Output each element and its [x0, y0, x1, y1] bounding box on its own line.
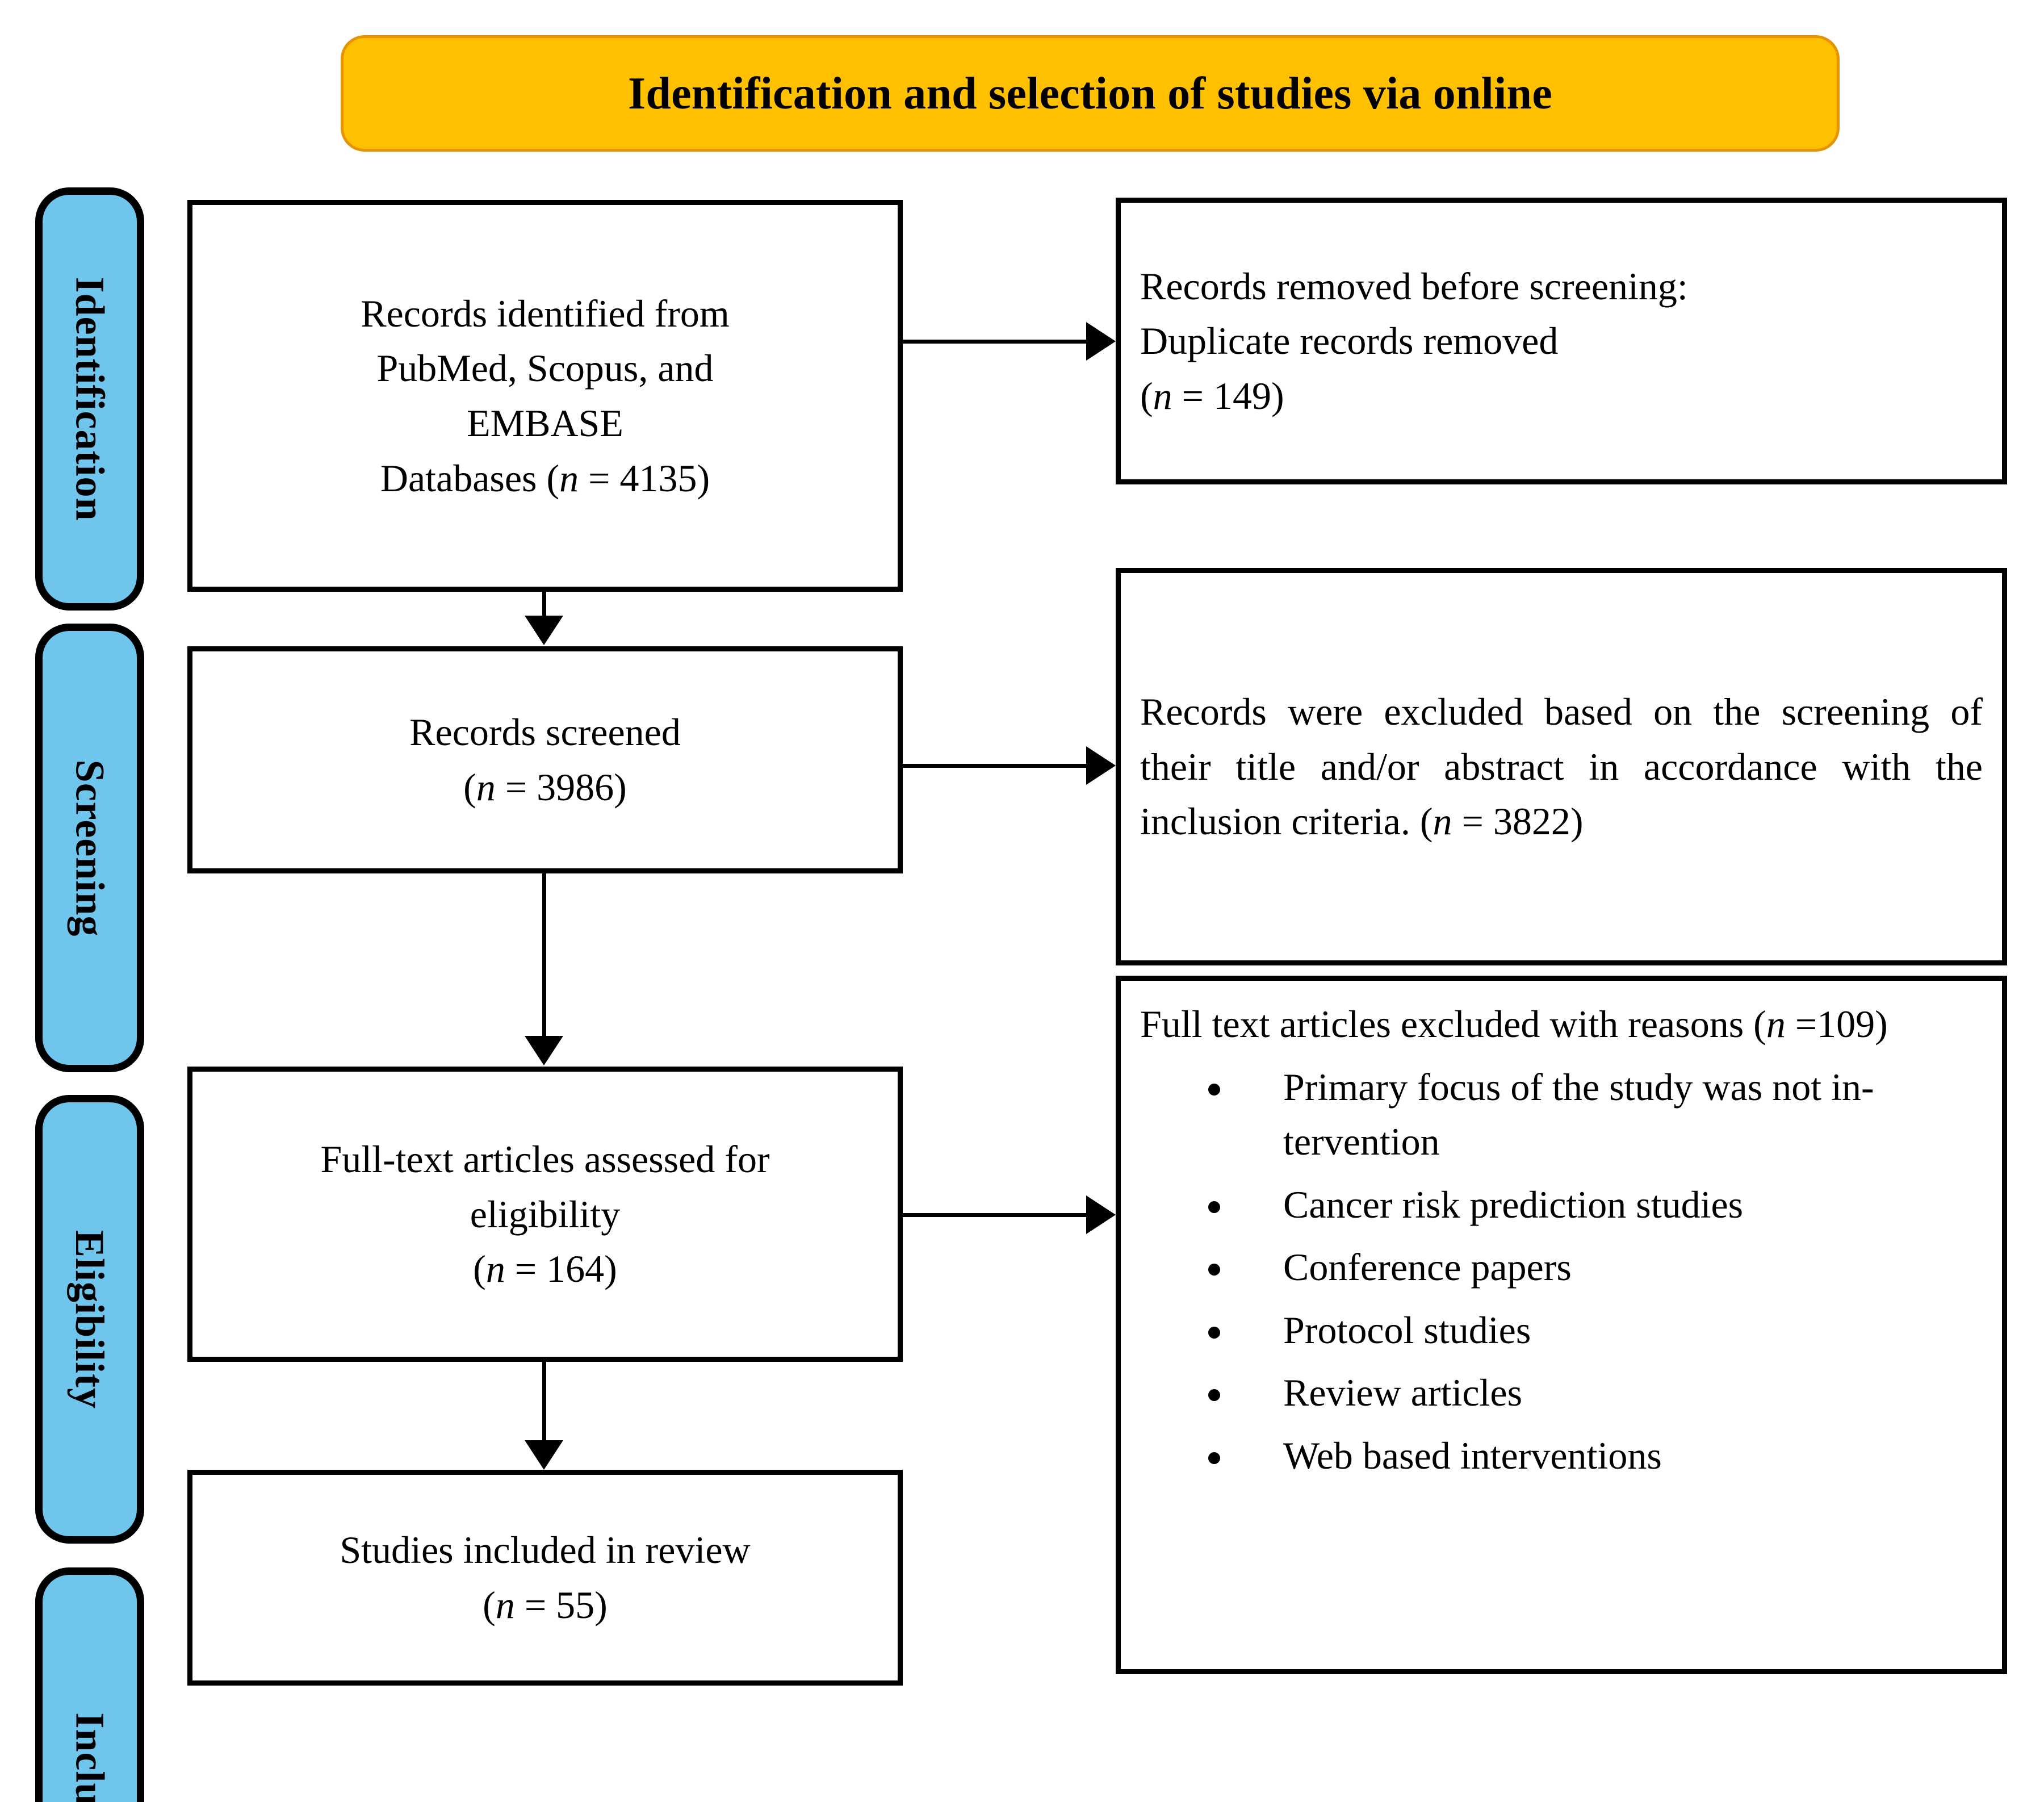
list-item: Review articles [1208, 1365, 1983, 1420]
excluded-screening-text: Records were excluded based on the scree… [1140, 690, 1983, 843]
excluded-reasons-text: Full text articles excluded with reasons… [1140, 1002, 1766, 1046]
studies-included-line-1: Studies included in review [340, 1528, 751, 1572]
phase-tab-included: Included [35, 1567, 144, 1802]
connector-screened-to-excluded [903, 764, 1087, 768]
screened-paren-open: ( [463, 766, 476, 809]
n-symbol: n [476, 766, 496, 809]
arrowhead-identified-to-screened [525, 616, 563, 645]
list-item: Primary focus of the study was not in-te… [1208, 1060, 1983, 1169]
arrowhead-identified-to-removed [1086, 322, 1116, 361]
records-screened-line-1: Records screened [409, 710, 681, 754]
records-screened-line-2: (n = 3986) [212, 760, 878, 815]
records-removed-line-1: Records removed before screening: [1140, 264, 1688, 308]
phase-tab-identification: Identification [35, 187, 144, 611]
n-symbol: n [495, 1583, 515, 1627]
phase-label-eligibility: Eligibility [67, 1230, 113, 1409]
box-records-identified: Records identified from PubMed, Scopus, … [187, 200, 903, 592]
n-symbol: n [1433, 800, 1452, 843]
n-symbol: n [485, 1247, 505, 1291]
arrowhead-screened-to-excluded [1086, 746, 1116, 785]
phase-label-screening: Screening [67, 759, 113, 936]
box-records-excluded-screening: Records were excluded based on the scree… [1116, 568, 2007, 965]
connector-fulltext-to-included [542, 1362, 546, 1441]
exclusion-reason-list: Primary focus of the study was not in-te… [1140, 1060, 1983, 1491]
phase-label-identification: Identification [67, 277, 113, 521]
databases-label: Databases ( [380, 456, 560, 500]
studies-included-line-2: (n = 55) [212, 1578, 878, 1633]
phase-label-included: Included [67, 1712, 113, 1802]
connector-screened-to-fulltext [542, 873, 546, 1037]
records-removed-line-3: (n = 149) [1140, 369, 1983, 424]
fulltext-assessed-line-3: (n = 164) [212, 1241, 878, 1297]
phase-tab-eligibility: Eligibility [35, 1095, 144, 1544]
included-paren-open: ( [483, 1583, 496, 1627]
n-symbol: n [1153, 374, 1172, 417]
excluded-screening-count: = 3822) [1452, 800, 1584, 843]
box-records-screened: Records screened (n = 3986) [187, 646, 903, 873]
n-symbol: n [1766, 1002, 1786, 1046]
screened-count: = 3986) [495, 766, 627, 809]
box-fulltext-assessed: Full-text articles assessed for eligibil… [187, 1067, 903, 1362]
included-count: = 55) [514, 1583, 608, 1627]
n-symbol: n [559, 456, 579, 500]
list-item: Web based interventions [1208, 1428, 1983, 1483]
arrowhead-fulltext-to-included [525, 1440, 563, 1470]
list-item: Protocol studies [1208, 1303, 1983, 1358]
list-item: Conference papers [1208, 1240, 1983, 1295]
records-identified-line-2: PubMed, Scopus, and [376, 346, 714, 390]
records-removed-line-2: Duplicate records removed [1140, 319, 1559, 363]
fulltext-assessed-line-2: eligibility [470, 1192, 621, 1236]
connector-identified-to-screened [542, 592, 546, 617]
list-item: Cancer risk prediction studies [1208, 1177, 1983, 1232]
box-fulltext-excluded-reasons: Full text articles excluded with reasons… [1116, 976, 2007, 1674]
removed-count: = 149) [1172, 374, 1284, 417]
excluded-screening-body: Records were excluded based on the scree… [1140, 684, 1983, 849]
removed-paren-open: ( [1140, 374, 1153, 417]
diagram-title: Identification and selection of studies … [628, 68, 1552, 119]
box-studies-included: Studies included in review (n = 55) [187, 1470, 903, 1686]
records-identified-line-1: Records identified from [361, 291, 730, 335]
records-identified-line-4: Databases (n = 4135) [212, 451, 878, 506]
phase-tab-screening: Screening [35, 624, 144, 1072]
box-records-removed: Records removed before screening: Duplic… [1116, 198, 2007, 484]
databases-count: = 4135) [579, 456, 710, 500]
fulltext-assessed-line-1: Full-text articles assessed for [320, 1138, 770, 1181]
fulltext-paren-open: ( [473, 1247, 486, 1291]
excluded-reasons-count: =109) [1785, 1002, 1888, 1046]
connector-identified-to-removed [903, 340, 1087, 344]
records-identified-line-3: EMBASE [467, 402, 623, 445]
arrowhead-fulltext-to-excluded-reasons [1086, 1195, 1116, 1234]
fulltext-count: = 164) [505, 1247, 617, 1291]
arrowhead-screened-to-fulltext [525, 1036, 563, 1065]
diagram-title-banner: Identification and selection of studies … [341, 35, 1840, 152]
connector-fulltext-to-excluded-reasons [903, 1213, 1087, 1217]
excluded-reasons-heading: Full text articles excluded with reasons… [1140, 997, 1983, 1052]
